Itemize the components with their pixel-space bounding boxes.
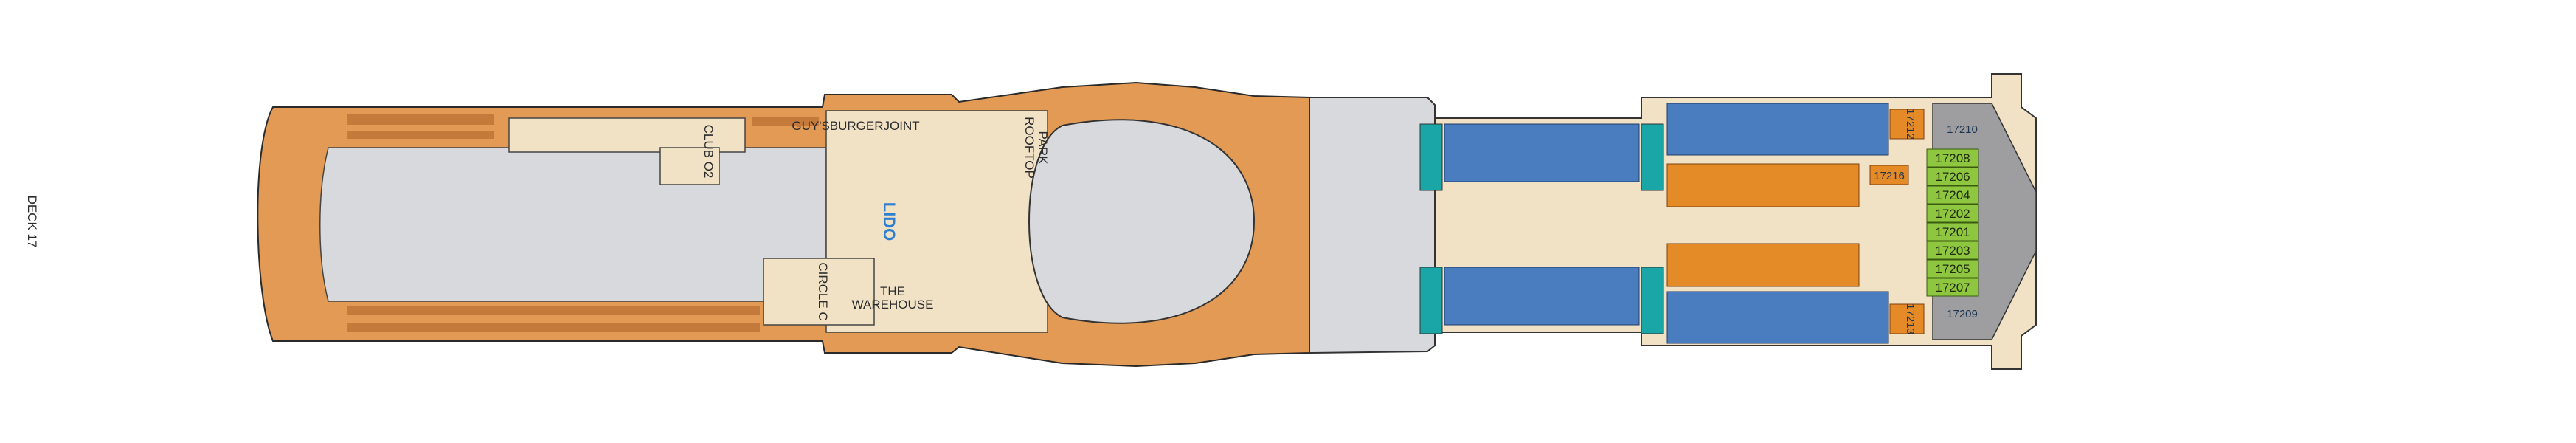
teal-cabin-bottom-left <box>1419 267 1443 334</box>
club-o2-label: CLUB O2 <box>702 125 716 179</box>
teal-cabin-top-left <box>1419 123 1443 191</box>
orange-cabin-mid <box>1869 165 1909 185</box>
blue-cabins-top-row-1 <box>1444 123 1640 182</box>
aft-seating-top <box>347 114 819 139</box>
teal-cabin-top-right <box>1641 123 1664 191</box>
forward-section <box>1419 73 2037 370</box>
suite-number: 17203 <box>1935 244 1970 258</box>
orange-cabin-top-corner <box>1889 109 1925 140</box>
circle-c-label: CIRCLE C <box>816 262 830 320</box>
atrium-opening <box>1028 119 1256 324</box>
aft-seating-bottom <box>347 306 760 332</box>
corner-suite-bottom-number: 17209 <box>1947 308 1978 320</box>
orange-cabin-bottom-number: 17213 <box>1904 303 1917 334</box>
blue-cabins-top-row-2 <box>1666 103 1889 156</box>
burger-joint-label: GUY'SBURGERJOINT <box>792 119 919 133</box>
suite-number: 17208 <box>1935 151 1970 165</box>
mid-deck-gray <box>1309 97 1436 354</box>
orange-cabins-top <box>1666 163 1860 207</box>
lido-label: LIDO <box>880 202 899 241</box>
circle-room <box>763 258 875 326</box>
suite-number: 17201 <box>1935 225 1970 239</box>
blue-cabins-bottom-row-2 <box>1666 291 1889 344</box>
suite-number: 17205 <box>1935 262 1970 276</box>
orange-cabin-mid-number: 17216 <box>1874 170 1905 182</box>
club-room <box>508 117 746 153</box>
suite-number: 17202 <box>1935 207 1970 221</box>
rooftop-label-2: PARK <box>1036 131 1050 165</box>
suite-number: 17206 <box>1935 170 1970 184</box>
aft-section <box>257 81 1310 368</box>
pool-area <box>319 147 827 302</box>
club-room-inner <box>659 147 720 185</box>
rooftop-label-1: ROOFTOP <box>1022 117 1036 179</box>
teal-cabin-bottom-right <box>1641 267 1664 334</box>
warehouse-label-2: WAREHOUSE <box>852 298 934 312</box>
orange-cabin-bottom-corner <box>1889 303 1925 334</box>
green-suites-column <box>1926 148 1979 297</box>
suite-number: 17207 <box>1935 281 1970 295</box>
warehouse-label-1: THE <box>880 284 905 298</box>
orange-cabins-bottom <box>1666 243 1860 287</box>
deck-label: DECK 17 <box>25 196 39 248</box>
corner-suite-top-number: 17210 <box>1947 123 1978 136</box>
blue-cabins-bottom-row-1 <box>1444 267 1640 326</box>
suite-number: 17204 <box>1935 188 1970 202</box>
orange-cabin-top-number: 17212 <box>1904 109 1917 140</box>
